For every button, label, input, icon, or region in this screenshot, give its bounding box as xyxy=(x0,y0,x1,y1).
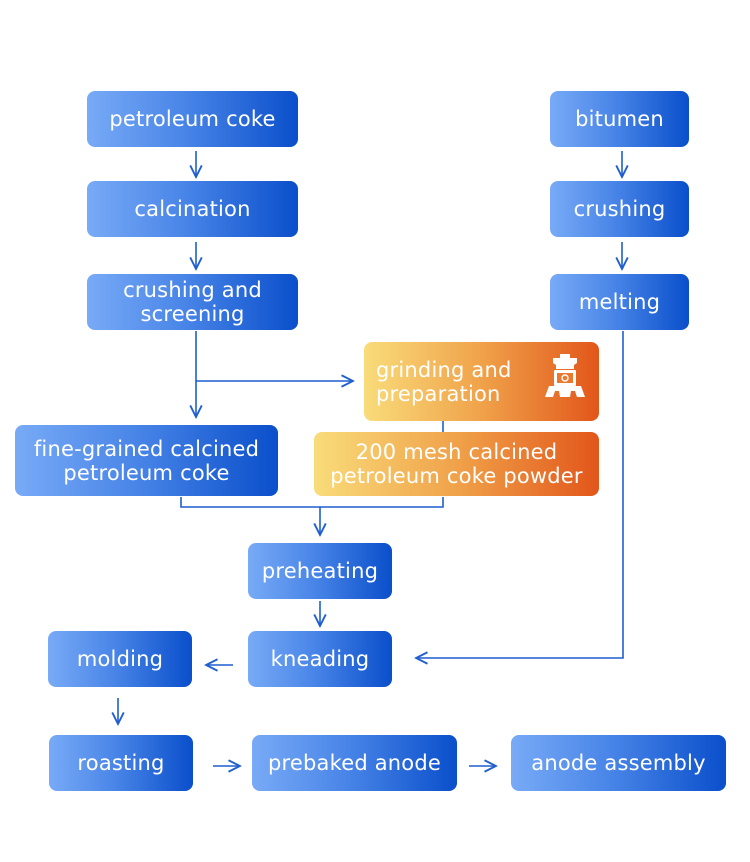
node-label-line2: petroleum coke powder xyxy=(330,464,583,488)
arrow-melting-to-kneading xyxy=(416,331,624,658)
node-preheating: preheating xyxy=(248,543,392,599)
node-label-line1: grinding and xyxy=(376,357,512,382)
line-merge-to-preheating xyxy=(180,497,444,508)
node-bitumen: bitumen xyxy=(550,91,689,147)
node-label: crushing xyxy=(573,197,666,221)
node-label: calcination xyxy=(134,197,251,221)
node-anode-assembly: anode assembly xyxy=(511,735,726,791)
node-label: petroleum coke xyxy=(109,107,276,131)
node-label: preheating xyxy=(261,559,379,583)
node-petroleum-coke: petroleum coke xyxy=(87,91,298,147)
node-label: prebaked anode xyxy=(267,751,442,775)
node-label: anode assembly xyxy=(531,751,706,775)
node-label: kneading xyxy=(270,647,370,671)
node-grinding-and-preparation: grinding and preparation xyxy=(364,342,599,421)
node-prebaked-anode: prebaked anode xyxy=(252,735,457,791)
node-crushing-and-screening: crushing and screening xyxy=(87,274,298,330)
node-label: melting xyxy=(578,290,661,314)
node-label-line2: petroleum coke xyxy=(63,460,230,485)
node-label-line1: crushing and xyxy=(123,278,262,302)
node-label: roasting xyxy=(77,751,165,775)
node-roasting: roasting xyxy=(49,735,193,791)
node-crushing: crushing xyxy=(550,181,689,237)
node-calcination: calcination xyxy=(87,181,298,237)
node-molding: molding xyxy=(48,631,192,687)
grinding-mill-icon xyxy=(545,354,585,397)
node-kneading: kneading xyxy=(248,631,392,687)
node-label-line1: 200 mesh calcined xyxy=(355,440,558,464)
node-label-line2: screening xyxy=(140,302,245,326)
node-label-line1: fine-grained calcined xyxy=(33,436,260,461)
node-label: molding xyxy=(76,647,164,671)
node-200-mesh-powder: 200 mesh calcined petroleum coke powder xyxy=(314,432,599,496)
node-label: bitumen xyxy=(575,107,664,131)
node-label-line2: preparation xyxy=(376,381,501,406)
node-fine-grained-coke: fine-grained calcined petroleum coke xyxy=(15,425,278,496)
node-melting: melting xyxy=(550,274,689,330)
